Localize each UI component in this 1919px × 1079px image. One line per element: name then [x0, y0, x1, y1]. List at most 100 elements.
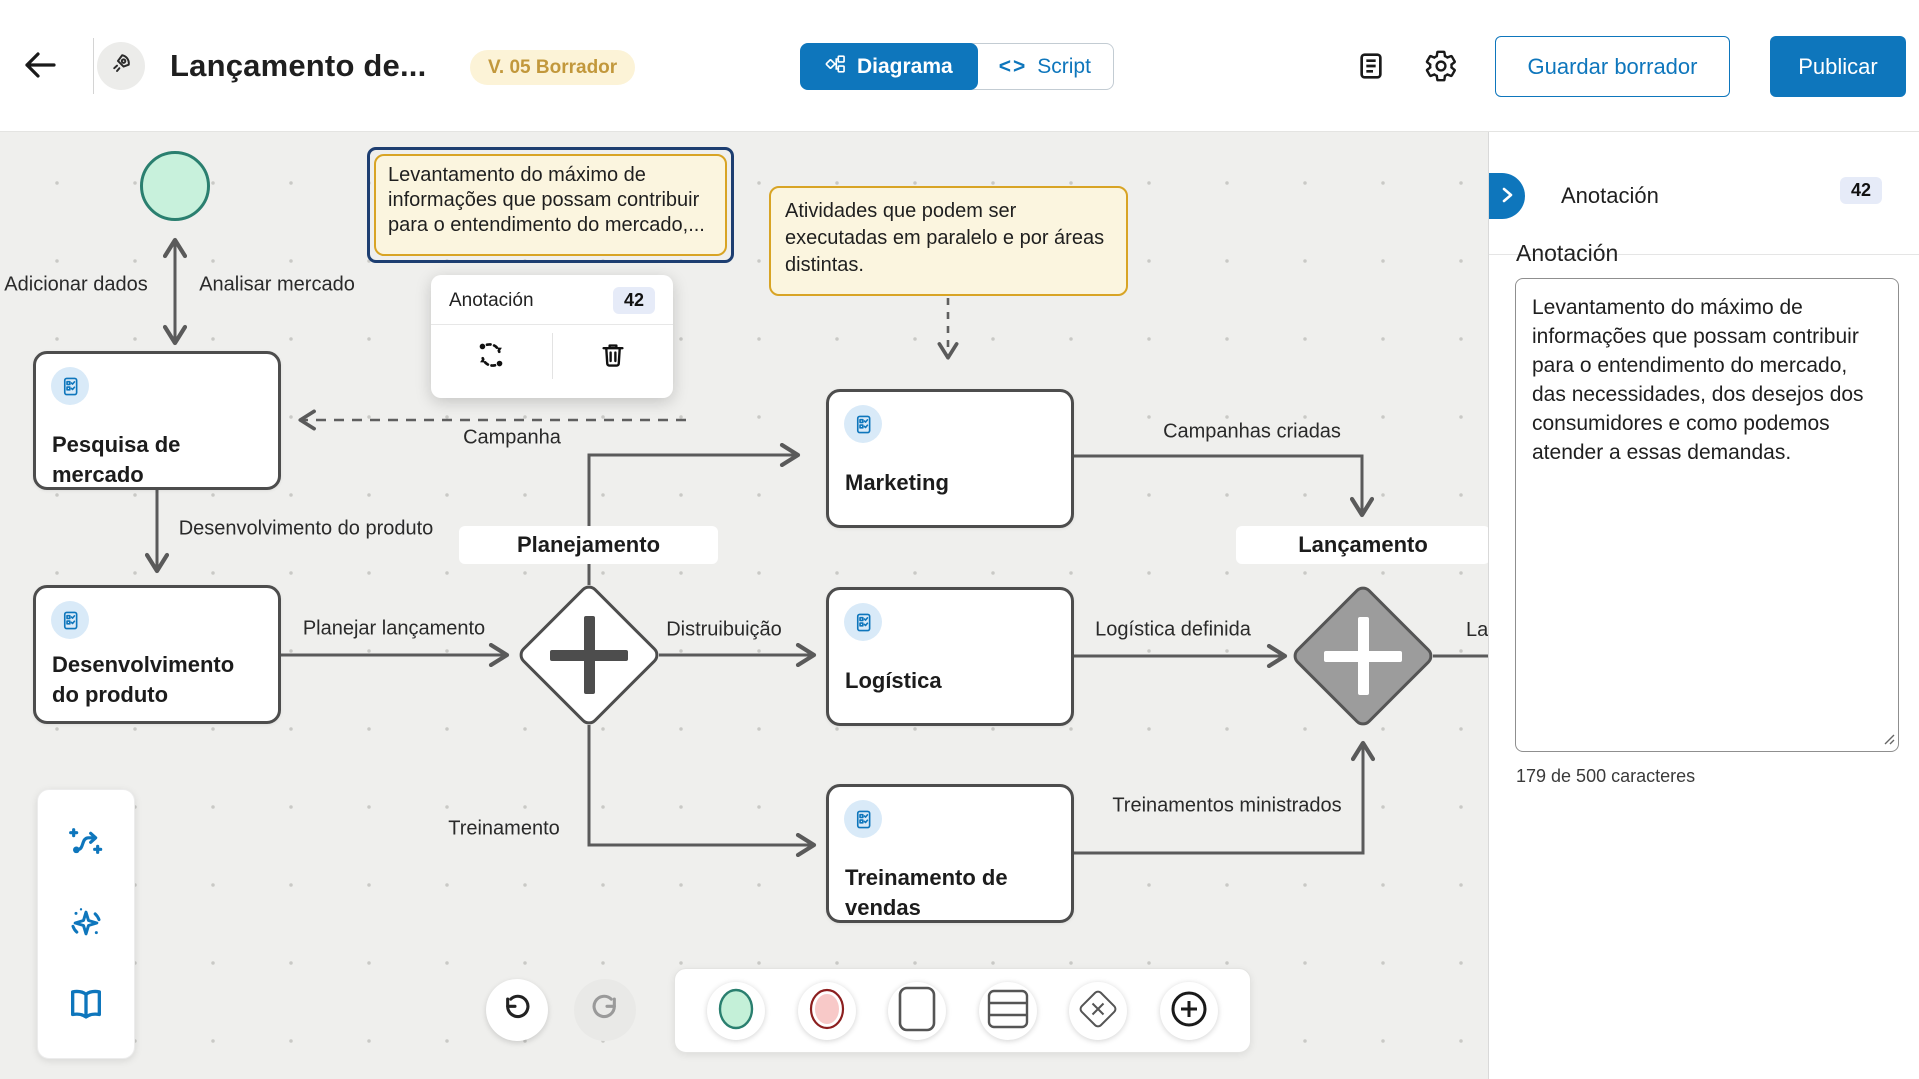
task-logistica[interactable]: Logística [826, 587, 1074, 726]
popup-action-divider [551, 333, 553, 379]
tab-script-label: Script [1037, 54, 1091, 78]
back-button[interactable] [18, 44, 62, 88]
edge-label-desenvolvimento-produto[interactable]: Desenvolvimento do produto [178, 517, 434, 540]
edge-label-analisar-mercado[interactable]: Analisar mercado [199, 273, 355, 296]
plus-circle-icon [1167, 987, 1211, 1034]
save-draft-button[interactable]: Guardar borrador [1495, 36, 1730, 97]
popup-header: Anotación 42 [431, 275, 673, 325]
start-event-icon [714, 985, 758, 1036]
app-logo [97, 42, 145, 90]
code-icon: <> [998, 54, 1028, 78]
sparkle-icon [66, 903, 106, 946]
task-label: Pesquisa de mercado [52, 432, 181, 487]
edge-label-campanha[interactable]: Campanha [463, 426, 561, 449]
chevron-right-icon [1500, 186, 1514, 207]
edge-label-lancamento-cut[interactable]: La [1466, 619, 1488, 641]
tab-diagram-label: Diagrama [857, 54, 953, 78]
edge-label-treinamento[interactable]: Treinamento [448, 817, 560, 840]
annotation-panel: Anotación 42 Anotación Levantamento do m… [1488, 132, 1919, 1079]
popup-title: Anotación [449, 289, 534, 311]
task-label: Marketing [845, 470, 949, 495]
task-marketing[interactable]: Marketing [826, 389, 1074, 528]
char-counter: 179 de 500 caracteres [1516, 766, 1696, 786]
ai-sparkle-button[interactable] [58, 896, 114, 952]
annotation-context-popup: Anotación 42 [431, 275, 673, 398]
swap-connection-icon [475, 339, 507, 374]
tab-diagram[interactable]: Diagrama [800, 43, 978, 90]
view-toggle: Diagrama <> Script [800, 43, 1114, 90]
add-end-event-button[interactable] [797, 981, 856, 1040]
start-event-node[interactable] [140, 151, 210, 221]
add-gateway-button[interactable] [1069, 981, 1128, 1040]
gateway-label-lancamento[interactable]: Lançamento [1236, 526, 1488, 564]
document-icon [1355, 50, 1387, 85]
add-element-button[interactable] [1159, 981, 1218, 1040]
tab-script[interactable]: <> Script [969, 43, 1114, 90]
diagram-icon [825, 53, 847, 81]
shape-palette [674, 968, 1251, 1053]
library-button[interactable] [58, 977, 114, 1033]
gateway-x-icon [1075, 986, 1121, 1035]
task-label: Desenvolvimento do produto [52, 652, 235, 707]
gateway-planejamento[interactable] [514, 580, 664, 730]
task-type-icon [844, 603, 882, 641]
redo-button[interactable] [574, 979, 636, 1041]
add-task-button[interactable] [888, 981, 947, 1040]
ai-flow-button[interactable] [58, 815, 114, 871]
edge-label-logistica-definida[interactable]: Logística definida [1095, 618, 1251, 641]
top-bar: Lançamento de... V. 05 Borrador Diagrama… [0, 0, 1919, 132]
magic-flow-icon [66, 822, 106, 865]
publish-button[interactable]: Publicar [1770, 36, 1906, 97]
settings-button[interactable] [1422, 48, 1460, 86]
panel-divider [1489, 254, 1919, 255]
gateway-label-planejamento[interactable]: Planejamento [459, 526, 718, 564]
undo-icon [501, 993, 533, 1028]
add-subprocess-button[interactable] [978, 981, 1037, 1040]
annotation-text: Levantamento do máximo de informações qu… [374, 154, 727, 256]
annotation-section-title: Anotación [1516, 240, 1619, 266]
annotation-textarea[interactable]: Levantamento do máximo de informações qu… [1515, 278, 1899, 752]
plus-icon [584, 616, 595, 694]
header-divider [93, 38, 94, 94]
undo-button[interactable] [486, 979, 548, 1041]
edge-label-distruibuicao[interactable]: Distruibuição [666, 618, 782, 641]
add-start-event-button[interactable] [707, 981, 766, 1040]
annotation-2[interactable]: Atividades que podem ser executadas em p… [769, 186, 1128, 296]
edge-label-campanhas-criadas[interactable]: Campanhas criadas [1163, 420, 1341, 443]
reconnect-button[interactable] [431, 325, 552, 387]
notes-button[interactable] [1352, 48, 1390, 86]
edge-label-planejar-lancamento[interactable]: Planejar lançamento [302, 617, 486, 640]
rocket-icon [107, 50, 135, 83]
gateway-lancamento[interactable] [1288, 581, 1438, 731]
edge-label-treinamentos-ministrados[interactable]: Treinamentos ministrados [1112, 794, 1342, 817]
gear-icon [1424, 49, 1458, 86]
trash-icon [598, 340, 628, 373]
task-type-icon [51, 601, 89, 639]
task-desenvolvimento-do-produto[interactable]: Desenvolvimento do produto [33, 585, 281, 724]
task-type-icon [51, 367, 89, 405]
ai-toolbar [37, 789, 135, 1059]
panel-title: Anotación [1561, 183, 1659, 208]
diagram-canvas[interactable]: Adicionar dados Analisar mercado Campanh… [0, 132, 1488, 1079]
version-badge: V. 05 Borrador [470, 50, 636, 85]
back-arrow-icon [23, 50, 57, 83]
delete-button[interactable] [553, 325, 674, 387]
task-label: Logística [845, 668, 942, 693]
subprocess-icon [985, 987, 1031, 1034]
book-icon [66, 984, 106, 1027]
task-type-icon [844, 405, 882, 443]
edge-label-adicionar-dados[interactable]: Adicionar dados [4, 273, 148, 296]
popup-count-badge: 42 [612, 287, 655, 314]
task-type-icon [844, 800, 882, 838]
annotation-selected[interactable]: Levantamento do máximo de informações qu… [367, 147, 734, 263]
task-shape-icon [895, 985, 939, 1036]
task-treinamento-de-vendas[interactable]: Treinamento de vendas [826, 784, 1074, 923]
plus-icon [1358, 617, 1369, 695]
page-title: Lançamento de... [170, 48, 427, 83]
collapse-panel-button[interactable] [1489, 173, 1525, 219]
task-label: Treinamento de vendas [845, 865, 1008, 920]
task-pesquisa-de-mercado[interactable]: Pesquisa de mercado [33, 351, 281, 490]
panel-count-badge: 42 [1840, 177, 1883, 204]
redo-icon [589, 993, 621, 1028]
